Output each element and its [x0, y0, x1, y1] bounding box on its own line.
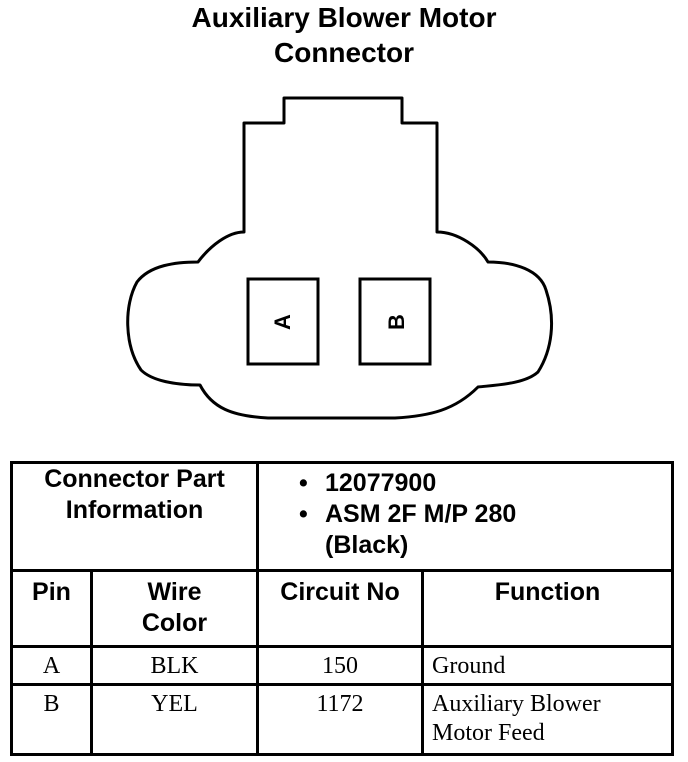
row-b-pin: B	[10, 683, 93, 756]
pin-cavity-a	[246, 277, 320, 366]
part-number-text: ASM 2F M/P 280	[325, 500, 517, 528]
table-row: A BLK 150 Ground	[10, 645, 674, 686]
row-b-wire-color: YEL	[90, 683, 259, 756]
header-wire-color-line-2: Color	[141, 609, 208, 637]
connector-body-outline	[126, 96, 554, 420]
row-b-function-line-1: Auxiliary Blower	[432, 691, 601, 717]
part-number-text: 12077900	[325, 469, 437, 497]
diagram-title-line-2: Connector	[274, 37, 414, 68]
table-header-row: Pin Wire Color Circuit No Function	[10, 569, 674, 648]
part-info-label-cell: Connector Part Information	[10, 461, 259, 572]
connector-outline-drawing	[126, 96, 554, 420]
connector-info-table: Connector Part Information • 12077900 • …	[10, 461, 674, 756]
part-info-label-line-2: Information	[65, 496, 204, 524]
part-info-row: Connector Part Information • 12077900 • …	[10, 461, 674, 572]
header-wire-color: Wire Color	[90, 569, 259, 648]
row-b-circuit: 1172	[256, 683, 424, 756]
row-a-wire-color: BLK	[90, 645, 259, 686]
part-number-item: • 12077900	[299, 468, 671, 499]
row-b-function-line-2: Motor Feed	[432, 720, 545, 746]
row-a-pin: A	[10, 645, 93, 686]
pin-cavity-b	[358, 277, 432, 366]
header-pin: Pin	[10, 569, 93, 648]
part-number-list: • 12077900 • ASM 2F M/P 280 (Black)	[259, 464, 671, 561]
table-row: B YEL 1172 Auxiliary Blower Motor Feed	[10, 683, 674, 756]
part-info-label-line-1: Connector Part	[44, 465, 225, 493]
row-a-function: Ground	[421, 645, 674, 686]
bullet-icon: •	[299, 469, 308, 497]
pin-b-label: B	[384, 314, 409, 330]
header-wire-color-line-1: Wire	[147, 578, 202, 606]
part-numbers-cell: • 12077900 • ASM 2F M/P 280 (Black)	[256, 461, 674, 572]
diagram-title-line-1: Auxiliary Blower Motor	[191, 2, 497, 33]
header-circuit-no: Circuit No	[256, 569, 424, 648]
pin-a-label: A	[270, 314, 295, 330]
header-function: Function	[421, 569, 674, 648]
row-b-function: Auxiliary Blower Motor Feed	[421, 683, 674, 756]
row-a-circuit: 150	[256, 645, 424, 686]
bullet-icon: •	[299, 500, 308, 528]
part-color-text: (Black)	[325, 531, 409, 559]
part-number-item: • ASM 2F M/P 280	[299, 499, 671, 530]
